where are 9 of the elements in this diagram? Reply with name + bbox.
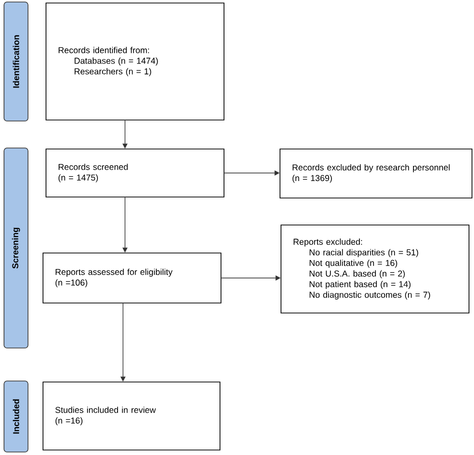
process-box: Records identified from: Databases (n = 1474) Researchers (n = 1) bbox=[46, 2, 224, 120]
process-box: Records screened (n = 1475) bbox=[46, 148, 224, 198]
stage-band: Included bbox=[4, 380, 28, 452]
stage-band: Screening bbox=[4, 148, 28, 348]
process-box: Reports excluded: No racial disparities (n = 51) Not qualitative (n = 16) Not U.S.A. based (n = 2) Not patient based (n = 14) No diagnostic outcomes (n = 7) bbox=[280, 224, 470, 314]
process-box: Records excluded by research personnel (n = 1369) bbox=[280, 148, 472, 198]
process-box: Studies included in review (n =16) bbox=[42, 382, 220, 450]
process-box: Reports assessed for eligibility (n =106) bbox=[42, 252, 222, 304]
stage-band: Identification bbox=[4, 2, 28, 122]
